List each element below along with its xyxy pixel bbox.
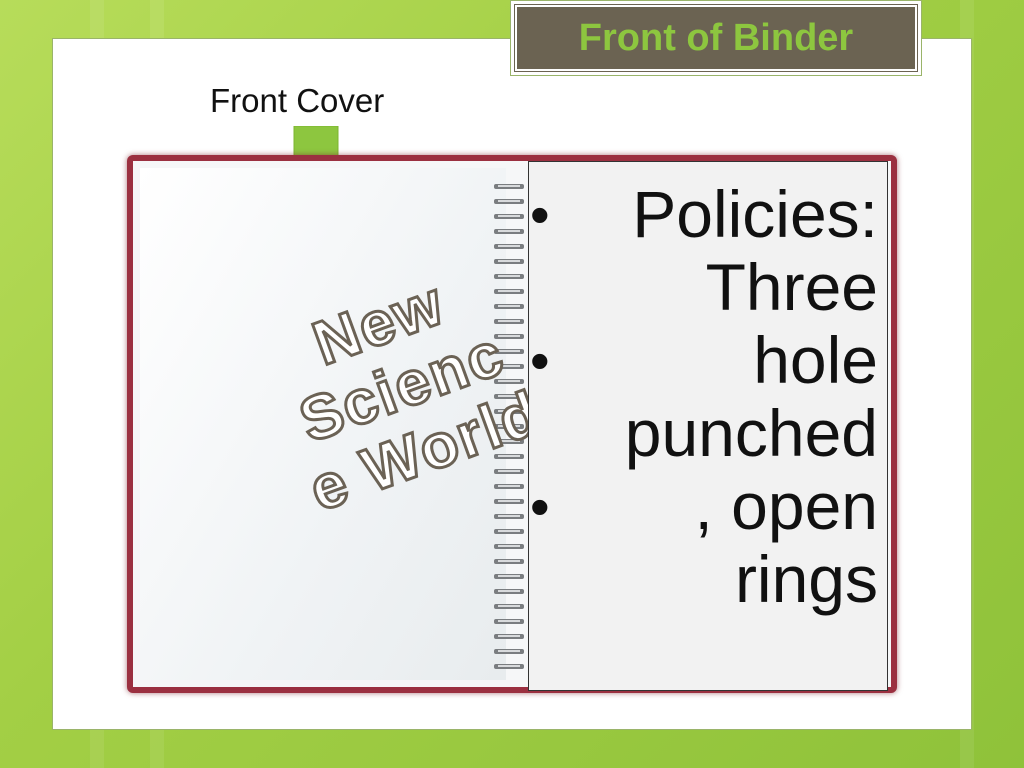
slide-title: Front of Binder [514, 4, 918, 72]
list-item: • , open [528, 470, 878, 543]
list-item-text: punched [624, 396, 878, 470]
list-item-text: hole [753, 323, 878, 397]
list-item: • Policies: [528, 178, 878, 251]
policies-list: • Policies: Three • hole punched • , ope… [528, 178, 878, 616]
slide-title-box: Front of Binder [510, 0, 922, 76]
bullet-icon: • [530, 475, 550, 538]
list-item-text: Policies: [632, 177, 878, 251]
list-item-text: , open [694, 469, 879, 543]
spiral-binding-icon [494, 184, 524, 669]
bullet-icon: • [530, 183, 550, 246]
front-cover-label: Front Cover [210, 82, 385, 119]
bullet-icon: • [530, 329, 550, 392]
list-item-text: Three [705, 250, 878, 324]
notebook-left-page [140, 168, 506, 680]
list-item-text: rings [734, 542, 878, 616]
policies-text-box [528, 161, 888, 691]
list-item: • hole [528, 324, 878, 397]
